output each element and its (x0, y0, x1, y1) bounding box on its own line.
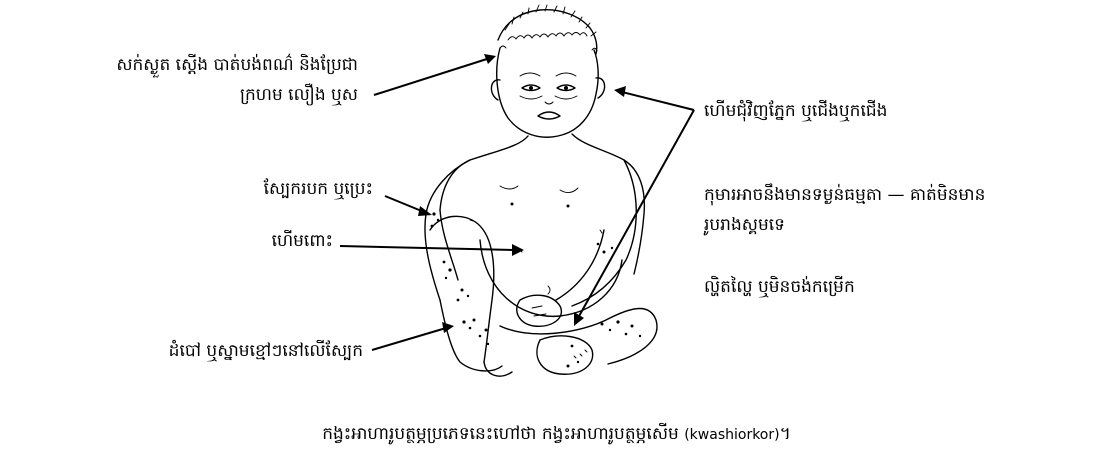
label-peeling-skin: ស្បែករបក ឬប្រេះ (264, 174, 373, 204)
label-fussy: ល្ហិតល្ហៃ ឬមិនចង់កម្រើក (704, 272, 855, 302)
label-hair-line-1: សក់ស្ងួត ស្តើង បាត់បង់ពណ៌ និងប្រែជា (116, 50, 358, 80)
caption-end: ។ (780, 424, 791, 444)
caption-text: កង្វះអាហារូបត្ថម្ភប្រភេទនេះហៅថា កង្វះអាហ… (322, 424, 679, 444)
label-not-thin: កុមារអាចនឹងមានទម្ងន់ធម្មតា — គាត់មិនមាន … (704, 180, 985, 240)
label-swollen-belly: ហើមពោះ (272, 226, 333, 256)
caption-term: (kwashiorkor) (684, 427, 779, 443)
figure-caption: កង្វះអាហារូបត្ថម្ភប្រភេទនេះហៅថា កង្វះអាហ… (0, 420, 1113, 449)
label-hair: សក់ស្ងួត ស្តើង បាត់បង់ពណ៌ និងប្រែជា ក្រហ… (116, 50, 358, 110)
torso-drawing (440, 134, 644, 316)
hair-drawing (498, 5, 597, 54)
limbs-drawing (425, 160, 657, 376)
label-skin-sores: ដំបៅ ឬស្នាមខ្មៅៗនៅលើស្បែក (169, 336, 363, 366)
label-not-thin-line-1: កុមារអាចនឹងមានទម្ងន់ធម្មតា — គាត់មិនមាន (704, 180, 985, 210)
label-swelling: ហើមជុំវិញភ្នែក ឬជើងឬកជើង (704, 96, 887, 126)
head-drawing (491, 48, 604, 137)
label-not-thin-line-2: រូបរាងស្គមទេ (704, 210, 985, 240)
label-hair-line-2: ក្រហម លឿង ឬស (116, 80, 358, 110)
